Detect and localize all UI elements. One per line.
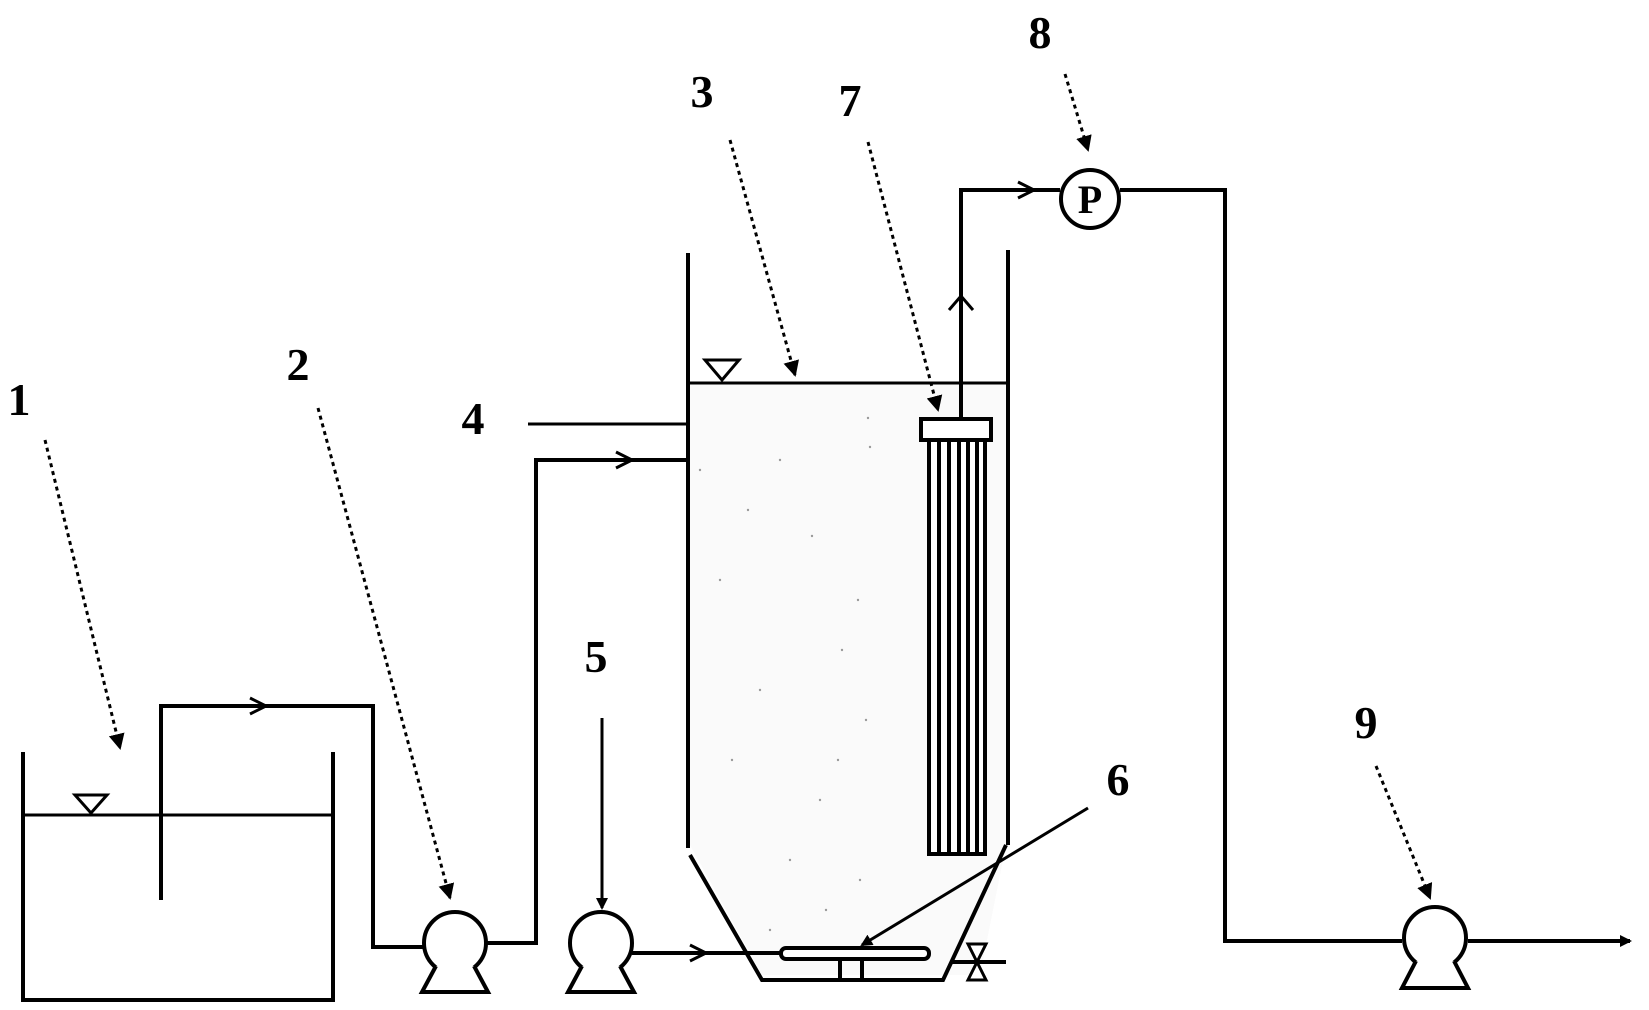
membrane-module [919, 417, 993, 856]
callout-8: 8 [1029, 7, 1052, 58]
callout-1: 1 [8, 374, 31, 425]
flow-arrow [689, 943, 710, 963]
leader-9 [1374, 765, 1433, 900]
air-pump [564, 910, 638, 994]
suction-pipe [159, 704, 423, 949]
flow-arrow-up [947, 293, 975, 311]
flow-arrow [615, 450, 636, 470]
leader-2 [316, 407, 455, 900]
effluent-pump [1398, 905, 1472, 990]
callout-7: 7 [839, 75, 862, 126]
callout-3: 3 [691, 66, 714, 117]
callout-6: 6 [1107, 754, 1130, 805]
feed-pump [418, 910, 492, 994]
leader-6 [860, 806, 1089, 947]
permeate-pipe [959, 188, 1060, 419]
aeration-diffuser [779, 946, 931, 980]
leader-1 [43, 439, 125, 750]
feed-tank [21, 752, 335, 1002]
leader-8 [1063, 73, 1092, 152]
flow-arrow [249, 696, 270, 716]
suction-pump: P [1059, 168, 1121, 230]
callout-2: 2 [287, 339, 310, 390]
drain-valve [952, 942, 1006, 982]
callout-5: 5 [585, 631, 608, 682]
callout-4: 4 [462, 393, 485, 444]
leader-3 [728, 139, 799, 377]
water-level-marker [701, 358, 743, 383]
flow-arrow [1017, 180, 1038, 200]
sludge-texture [698, 416, 872, 932]
callout-9: 9 [1355, 697, 1378, 748]
water-level-marker [71, 793, 111, 816]
feed-pipe [486, 458, 688, 945]
pump-letter: P [1078, 177, 1102, 222]
effluent-pipe [1120, 188, 1402, 943]
leader-7 [866, 141, 943, 412]
